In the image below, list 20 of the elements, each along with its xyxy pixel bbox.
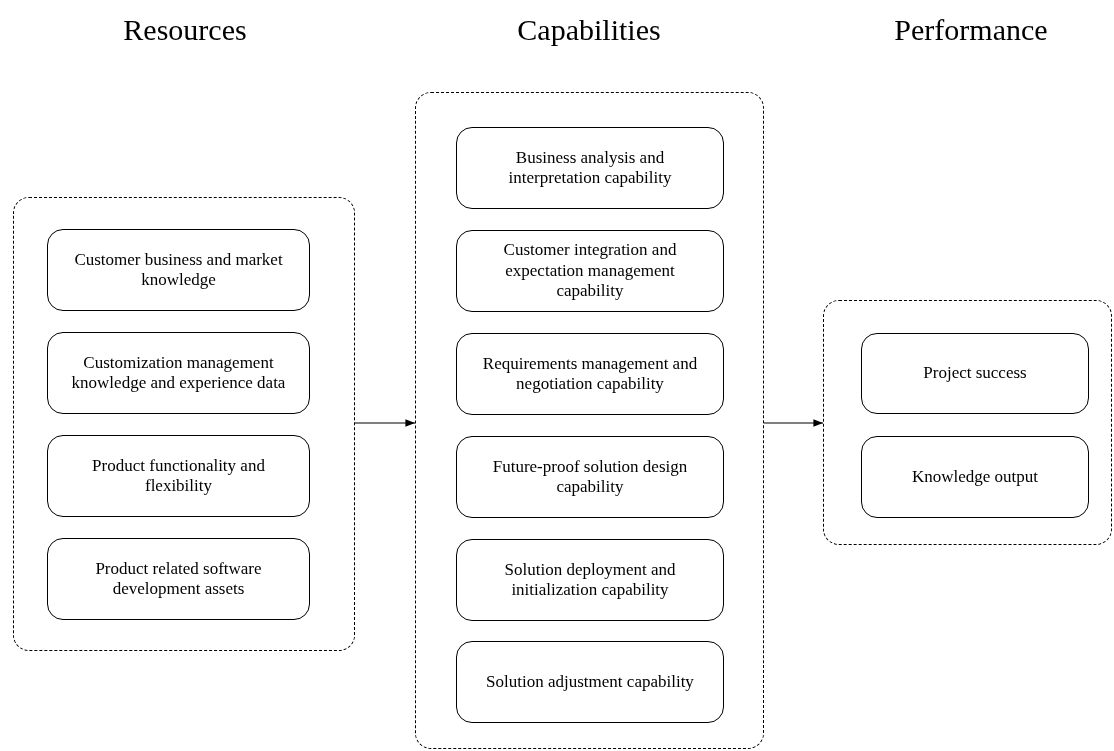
column-heading: Capabilities (517, 12, 661, 48)
column-heading: Performance (894, 12, 1048, 48)
rounded-box: Knowledge output (861, 436, 1089, 518)
dashed-group-box (823, 300, 1112, 545)
rounded-box: Solution deployment and initialization capability (456, 539, 724, 621)
rounded-box: Future-proof solution design capability (456, 436, 724, 518)
column-heading: Resources (123, 12, 247, 48)
rounded-box: Solution adjustment capability (456, 641, 724, 723)
rounded-box: Product functionality and flexibility (47, 435, 310, 517)
rounded-box: Customization management knowledge and experience data (47, 332, 310, 414)
rounded-box: Business analysis and interpretation capability (456, 127, 724, 209)
rounded-box: Customer business and market knowledge (47, 229, 310, 311)
dashed-group-box (13, 197, 355, 651)
arrow (354, 419, 416, 427)
rounded-box: Product related software development assets (47, 538, 310, 620)
dashed-group-box (415, 92, 764, 749)
arrow (763, 419, 824, 427)
rounded-box: Project success (861, 333, 1089, 414)
rounded-box: Customer integration and expectation management capability (456, 230, 724, 312)
rounded-box: Requirements management and negotiation capability (456, 333, 724, 415)
